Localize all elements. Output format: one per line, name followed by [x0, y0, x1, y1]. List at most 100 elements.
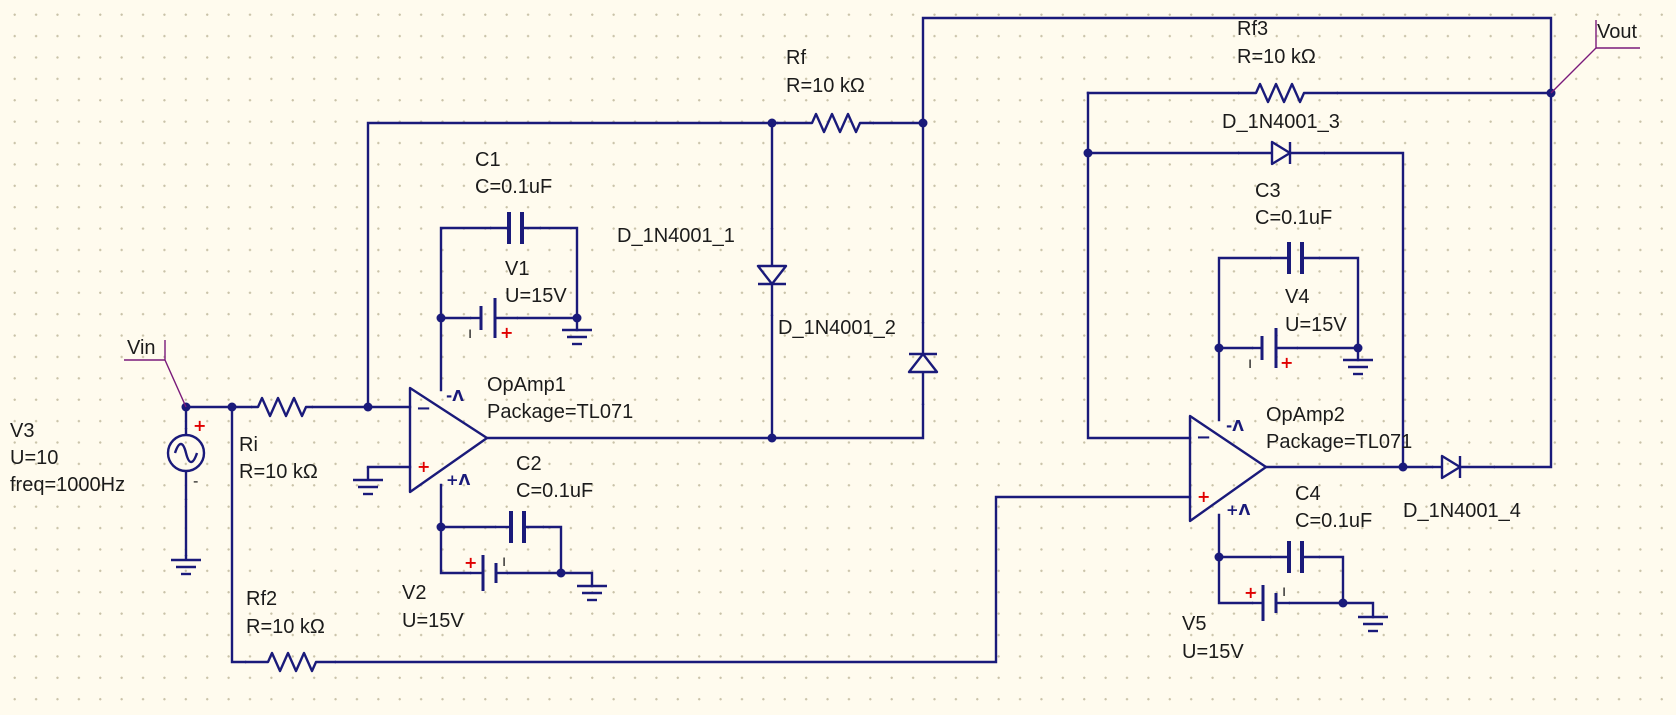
wire-rf2-left	[230, 405, 247, 664]
wire-to-vout	[921, 16, 1553, 125]
svg-text:-Λ: -Λ	[446, 387, 464, 405]
junction-dot	[363, 402, 373, 412]
v4-name: V4	[1285, 286, 1309, 308]
v3-name: V3	[10, 420, 34, 442]
v5-name: V5	[1182, 613, 1206, 635]
resistor-rf2[interactable]: Rf2 R=10 kΩ	[245, 588, 336, 673]
ac-source-v3[interactable]: + - V3 U=10 freq=1000Hz	[10, 416, 206, 500]
ground-icon	[562, 328, 592, 346]
probe-vin[interactable]: Vin	[124, 337, 187, 408]
battery-v1[interactable]: ı + V1 U=15V	[468, 258, 567, 342]
wire-opamp1-out	[485, 403, 925, 440]
c2-name: C2	[516, 453, 542, 475]
rf3-value: R=10 kΩ	[1237, 46, 1316, 68]
probe-vout[interactable]: Vout	[1550, 20, 1640, 94]
d4-name: D_1N4001_4	[1403, 500, 1521, 522]
rf-value: R=10 kΩ	[786, 75, 865, 97]
svg-text:−: −	[1196, 427, 1211, 448]
junction-dot	[556, 568, 566, 578]
v3-value: U=10	[10, 447, 58, 469]
c1-name: C1	[475, 149, 501, 171]
capacitor-c1[interactable]: C1 C=0.1uF	[475, 149, 552, 244]
battery-v4[interactable]: ı + V4 U=15V	[1248, 286, 1347, 372]
diode-d3[interactable]: D_1N4001_3	[1222, 111, 1340, 166]
c1-value: C=0.1uF	[475, 176, 552, 198]
ground-icon	[353, 467, 383, 496]
c3-value: C=0.1uF	[1255, 207, 1332, 229]
c2-value: C=0.1uF	[516, 480, 593, 502]
wire-rf2-opamp2	[334, 495, 1192, 664]
junction-dot	[767, 118, 777, 128]
junction-dot	[436, 522, 446, 532]
opamp1-package: Package=TL071	[487, 401, 633, 423]
wire-v2-right	[506, 571, 594, 588]
wire-feedback-top	[366, 121, 779, 409]
c4-value: C=0.1uF	[1295, 510, 1372, 532]
svg-text:-Λ: -Λ	[1226, 417, 1244, 435]
rf2-value: R=10 kΩ	[246, 616, 325, 638]
wire-v2-left	[439, 483, 472, 575]
svg-text:+: +	[1280, 353, 1293, 372]
diode-d2[interactable]: D_1N4001_2	[778, 317, 939, 405]
probe-vin-label: Vin	[127, 337, 156, 359]
svg-text:+Λ: +Λ	[446, 471, 471, 489]
v4-value: U=15V	[1285, 314, 1347, 336]
v1-name: V1	[505, 258, 529, 280]
svg-text:−: −	[416, 398, 431, 419]
opamp2[interactable]: − + -Λ +Λ OpAmp2 Package=TL071	[1188, 404, 1412, 523]
wire-vout-d4	[1493, 91, 1553, 469]
svg-text:+: +	[500, 323, 513, 342]
svg-text:+: +	[193, 416, 206, 435]
svg-text:ı: ı	[468, 324, 472, 342]
opamp1[interactable]: − + -Λ +Λ OpAmp1 Package=TL071	[408, 374, 633, 494]
ground-icon	[171, 555, 201, 576]
battery-v2[interactable]: + ı V2 U=15V	[402, 552, 508, 632]
junction-dot	[436, 313, 446, 323]
wire-c3-right	[1318, 256, 1360, 350]
d1-name: D_1N4001_1	[617, 225, 735, 247]
junction-dot	[1214, 552, 1224, 562]
v3-freq: freq=1000Hz	[10, 474, 125, 496]
junction-dot	[918, 118, 928, 128]
capacitor-c3[interactable]: C3 C=0.1uF	[1255, 180, 1332, 274]
resistor-ri[interactable]: Ri R=10 kΩ	[239, 396, 318, 483]
resistor-rf3[interactable]: Rf3 R=10 kΩ	[1237, 18, 1338, 104]
c4-name: C4	[1295, 483, 1321, 505]
junction-dot	[1083, 148, 1093, 158]
wire-c4-right	[1318, 555, 1345, 605]
rf-name: Rf	[786, 47, 806, 69]
ground-icon	[577, 584, 607, 602]
junction-dot	[1398, 462, 1408, 472]
d2-name: D_1N4001_2	[778, 317, 896, 339]
ri-name: Ri	[239, 434, 258, 456]
v5-value: U=15V	[1182, 641, 1244, 663]
diode-d1[interactable]: D_1N4001_1	[617, 225, 788, 316]
wire-c3-left	[1217, 256, 1272, 422]
wires	[184, 16, 1553, 664]
c3-name: C3	[1255, 180, 1281, 202]
opamp2-name: OpAmp2	[1266, 404, 1345, 426]
svg-text:ı: ı	[1282, 582, 1286, 600]
diode-d4[interactable]: D_1N4001_4	[1403, 454, 1521, 522]
svg-text:+: +	[417, 457, 430, 476]
capacitor-c4[interactable]: C4 C=0.1uF	[1270, 483, 1372, 573]
rf3-name: Rf3	[1237, 18, 1268, 40]
resistor-rf[interactable]: Rf R=10 kΩ	[777, 47, 874, 134]
wire-c2-right	[542, 525, 563, 575]
wire-c1-left	[439, 226, 492, 392]
v1-value: U=15V	[505, 285, 567, 307]
wire-opamp2-inv	[1086, 91, 1192, 440]
opamp1-name: OpAmp1	[487, 374, 566, 396]
wire-v5-left	[1217, 513, 1254, 605]
junction-dot	[227, 402, 237, 412]
svg-text:+: +	[1244, 583, 1257, 602]
battery-v5[interactable]: + ı V5 U=15V	[1182, 582, 1290, 663]
junction-dot	[1338, 598, 1348, 608]
ground-icon	[1358, 615, 1388, 633]
v2-value: U=15V	[402, 610, 464, 632]
junction-dot	[1353, 343, 1363, 353]
svg-text:-: -	[193, 472, 198, 490]
wire-c1-right	[539, 226, 579, 320]
capacitor-c2[interactable]: C2 C=0.1uF	[495, 453, 593, 543]
